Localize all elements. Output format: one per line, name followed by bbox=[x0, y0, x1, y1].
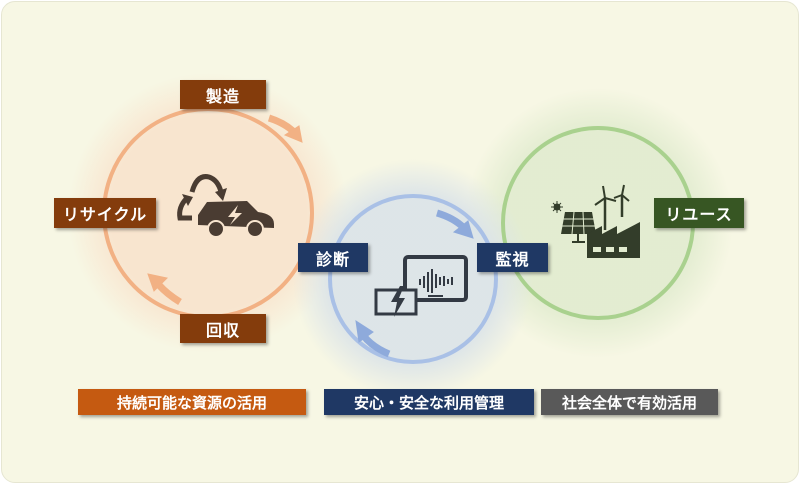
renewable-energy-factory-icon bbox=[551, 184, 640, 258]
arrow-icon bbox=[355, 319, 391, 358]
label-sustainable-resources: 持続可能な資源の活用 bbox=[78, 389, 306, 415]
arrow-icon bbox=[435, 209, 474, 239]
label-monitoring: 監視 bbox=[477, 243, 548, 272]
electric-car-recycle-icon bbox=[177, 174, 274, 238]
arrow-icon bbox=[267, 114, 303, 143]
label-recycle: リサイクル bbox=[54, 198, 156, 228]
label-society-wide-use: 社会全体で有効活用 bbox=[541, 389, 718, 415]
label-collection: 回収 bbox=[180, 314, 266, 343]
monitor-battery-icon bbox=[374, 255, 468, 317]
arrow-icon bbox=[147, 273, 182, 305]
label-reuse: リユース bbox=[654, 198, 744, 228]
label-safe-use-management: 安心・安全な利用管理 bbox=[324, 389, 534, 415]
label-manufacturing: 製造 bbox=[180, 80, 266, 109]
label-diagnosis: 診断 bbox=[298, 243, 368, 272]
blue-cycle-ring bbox=[328, 194, 498, 364]
